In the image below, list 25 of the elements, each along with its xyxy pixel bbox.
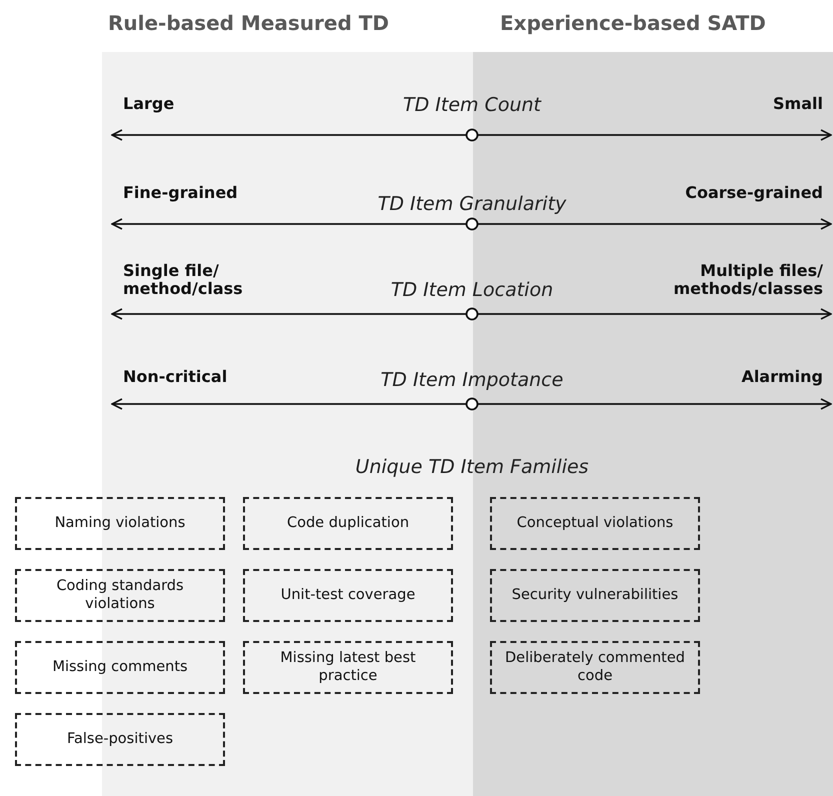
scale-title: Unique TD Item Families [355, 457, 589, 479]
dashed-box: False-positives [15, 713, 225, 766]
scale-end-label: Fine-grained [123, 184, 239, 202]
column-heading: Experience-based SATD [500, 12, 766, 35]
dashed-box: Missing comments [15, 641, 225, 694]
dashed-box: Deliberately commented code [490, 641, 700, 694]
scale-title: TD Item Impotance [380, 370, 564, 392]
scale-end-label: Small [772, 95, 823, 114]
scale-end-label: Alarming [740, 368, 823, 386]
column-heading: Rule-based Measured TD [108, 12, 389, 35]
scale-end-label: Large [123, 95, 176, 114]
scale-end-label: Coarse-grained [684, 184, 823, 202]
scale-title: TD Item Location [390, 280, 554, 302]
dashed-box: Coding standards violations [15, 569, 225, 622]
scale-end-label: Multiple files/ methods/classes [672, 262, 823, 299]
dashed-box: Naming violations [15, 497, 225, 550]
scale-title: TD Item Count [403, 95, 541, 117]
dashed-box: Missing latest best practice [243, 641, 453, 694]
dashed-box: Unit-test coverage [243, 569, 453, 622]
dashed-box: Security vulnerabilities [490, 569, 700, 622]
scale-title: TD Item Granularity [378, 194, 566, 216]
dashed-box: Conceptual violations [490, 497, 700, 550]
scale-end-label: Non-critical [123, 368, 228, 386]
scale-end-label: Single file/ method/class [123, 262, 244, 299]
dashed-box: Code duplication [243, 497, 453, 550]
